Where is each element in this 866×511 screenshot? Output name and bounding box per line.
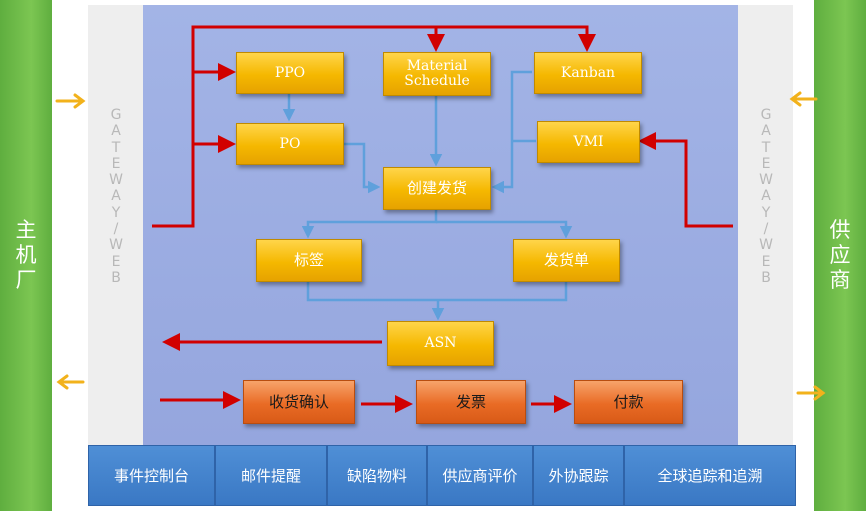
supplier-side-bar: 供 应 商 <box>814 0 866 511</box>
gateway-char: / <box>763 221 769 238</box>
gateway-char: T <box>761 139 771 156</box>
gateway-panel-right <box>738 5 793 445</box>
po-node[interactable]: PO <box>236 123 344 165</box>
oem-label-char: 机 <box>15 243 37 267</box>
gateway-char: B <box>111 269 121 286</box>
oem-label-char: 主 <box>15 218 37 242</box>
asn-node[interactable]: ASN <box>387 321 494 366</box>
supplier-label-char: 供 <box>829 218 851 242</box>
gateway-char: W <box>109 172 123 189</box>
gateway-label-right: G A T E W A Y / W E B <box>757 107 775 286</box>
invoice-node[interactable]: 发票 <box>416 380 526 424</box>
gateway-char: E <box>761 253 771 270</box>
oem-label-char: 厂 <box>15 268 37 292</box>
tab-email-alert[interactable]: 邮件提醒 <box>215 445 327 506</box>
supplier-vmi-arrow <box>638 132 733 228</box>
gateway-char: B <box>761 269 771 286</box>
gateway-char: / <box>113 221 119 238</box>
gateway-char: A <box>111 123 121 140</box>
tab-supplier-evaluation[interactable]: 供应商评价 <box>427 445 533 506</box>
internal-flow-arrows <box>282 70 573 321</box>
delivery-note-node[interactable]: 发货单 <box>513 239 620 282</box>
gateway-char: A <box>761 123 771 140</box>
kanban-node[interactable]: Kanban <box>534 52 642 94</box>
label-node[interactable]: 标签 <box>256 239 362 282</box>
gateway-panel-left <box>88 5 143 445</box>
gateway-char: E <box>111 155 121 172</box>
gateway-char: T <box>111 139 121 156</box>
tab-event-console[interactable]: 事件控制台 <box>88 445 215 506</box>
supplier-label-char: 商 <box>829 268 851 292</box>
supplier-label-char: 应 <box>829 243 851 267</box>
ppo-node[interactable]: PPO <box>236 52 344 94</box>
gateway-char: W <box>759 237 773 254</box>
tab-global-traceability[interactable]: 全球追踪和追溯 <box>624 445 796 506</box>
gateway-char: Y <box>111 204 121 221</box>
gateway-arrows <box>55 91 826 401</box>
gateway-char: E <box>761 155 771 172</box>
oem-side-bar: 主 机 厂 <box>0 0 52 511</box>
payment-node[interactable]: 付款 <box>574 380 683 424</box>
gateway-char: E <box>111 253 121 270</box>
gateway-label-left: G A T E W A Y / W E B <box>107 107 125 286</box>
tab-defective-material[interactable]: 缺陷物料 <box>327 445 427 506</box>
material-schedule-node[interactable]: Material Schedule <box>383 52 491 96</box>
gateway-char: W <box>759 172 773 189</box>
gateway-char: A <box>761 188 771 205</box>
gateway-char: W <box>109 237 123 254</box>
gateway-char: A <box>111 188 121 205</box>
goods-receipt-node[interactable]: 收货确认 <box>243 380 355 424</box>
vmi-node[interactable]: VMI <box>537 121 640 163</box>
create-shipment-node[interactable]: 创建发货 <box>383 167 491 210</box>
gateway-char: Y <box>761 204 771 221</box>
gateway-char: G <box>760 107 772 123</box>
oem-order-arrows <box>152 25 596 228</box>
gateway-char: G <box>110 107 122 123</box>
tab-outsourcing-tracking[interactable]: 外协跟踪 <box>533 445 624 506</box>
